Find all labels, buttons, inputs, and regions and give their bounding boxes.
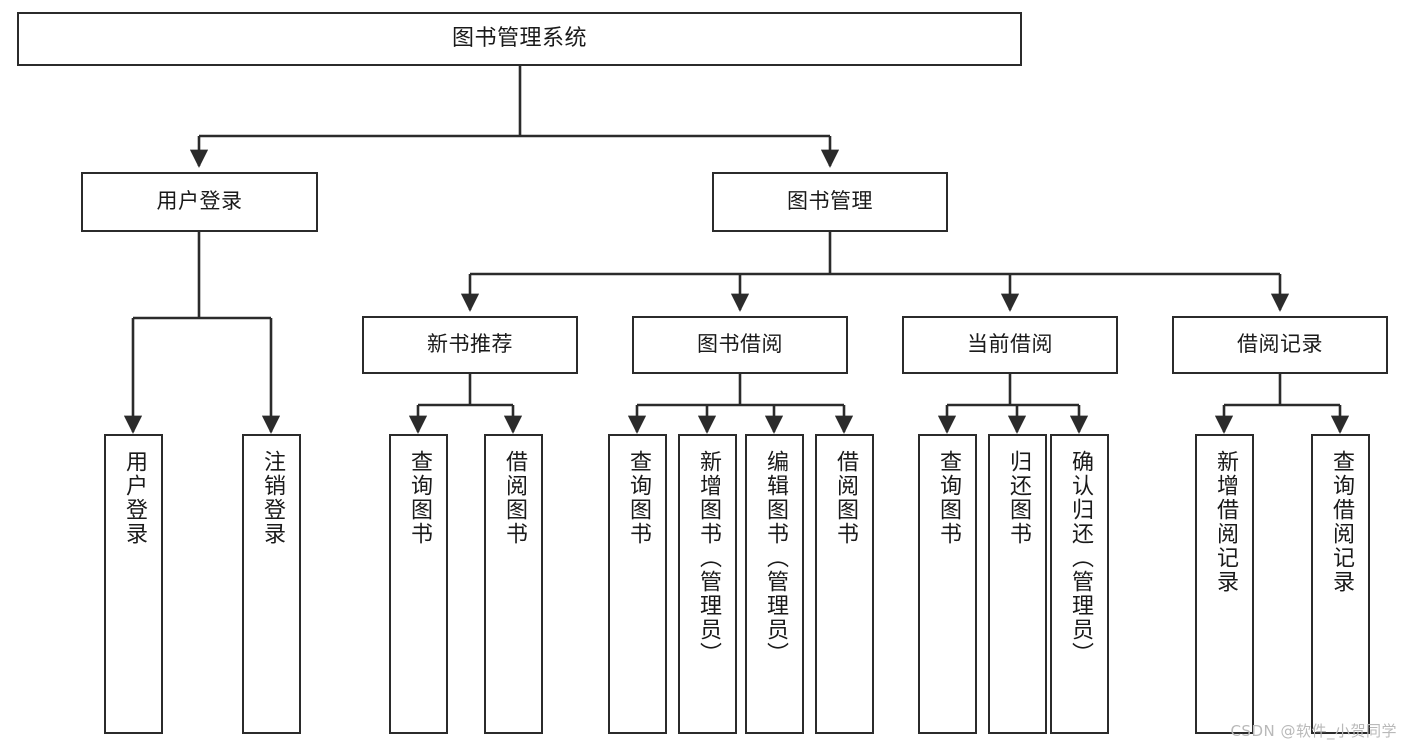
node-root-label: 图书管理系统 [451,25,587,51]
node-book-borrow[interactable]: 图书借阅 [632,316,848,374]
leaf-current-borrow-3-label: 确认归还（管理员） [1067,450,1093,666]
node-user-login[interactable]: 用户登录 [81,172,318,232]
leaf-borrow-record-2-label: 查询借阅记录 [1328,450,1354,594]
node-current-borrow-label: 当前借阅 [967,332,1053,357]
node-borrow-record-label: 借阅记录 [1237,332,1323,357]
leaf-user-login-1[interactable]: 用户登录 [104,434,163,734]
leaf-user-login-1-label: 用户登录 [121,450,147,546]
leaf-book-borrow-4-label: 借阅图书 [832,450,858,546]
leaf-new-book-1[interactable]: 查询图书 [389,434,448,734]
node-borrow-record[interactable]: 借阅记录 [1172,316,1388,374]
leaf-user-login-2[interactable]: 注销登录 [242,434,301,734]
node-book-manage[interactable]: 图书管理 [712,172,948,232]
leaf-book-borrow-3[interactable]: 编辑图书（管理员） [745,434,804,734]
leaf-book-borrow-4[interactable]: 借阅图书 [815,434,874,734]
leaf-borrow-record-1[interactable]: 新增借阅记录 [1195,434,1254,734]
node-new-book-recommend[interactable]: 新书推荐 [362,316,578,374]
leaf-current-borrow-2[interactable]: 归还图书 [988,434,1047,734]
leaf-borrow-record-2[interactable]: 查询借阅记录 [1311,434,1370,734]
leaf-user-login-2-label: 注销登录 [259,450,285,546]
leaf-new-book-2[interactable]: 借阅图书 [484,434,543,734]
leaf-current-borrow-1[interactable]: 查询图书 [918,434,977,734]
leaf-new-book-2-label: 借阅图书 [501,450,527,546]
node-new-book-recommend-label: 新书推荐 [427,332,513,357]
node-root[interactable]: 图书管理系统 [17,12,1022,66]
leaf-book-borrow-1[interactable]: 查询图书 [608,434,667,734]
leaf-borrow-record-1-label: 新增借阅记录 [1212,450,1238,594]
leaf-new-book-1-label: 查询图书 [406,450,432,546]
leaf-current-borrow-3[interactable]: 确认归还（管理员） [1050,434,1109,734]
node-user-login-label: 用户登录 [156,189,243,214]
leaf-current-borrow-1-label: 查询图书 [935,450,961,546]
node-book-borrow-label: 图书借阅 [697,332,783,357]
leaf-current-borrow-2-label: 归还图书 [1005,450,1031,546]
leaf-book-borrow-2[interactable]: 新增图书（管理员） [678,434,737,734]
node-current-borrow[interactable]: 当前借阅 [902,316,1118,374]
leaf-book-borrow-1-label: 查询图书 [625,450,651,546]
leaf-book-borrow-3-label: 编辑图书（管理员） [762,450,788,666]
node-book-manage-label: 图书管理 [787,189,873,214]
leaf-book-borrow-2-label: 新增图书（管理员） [695,450,721,666]
